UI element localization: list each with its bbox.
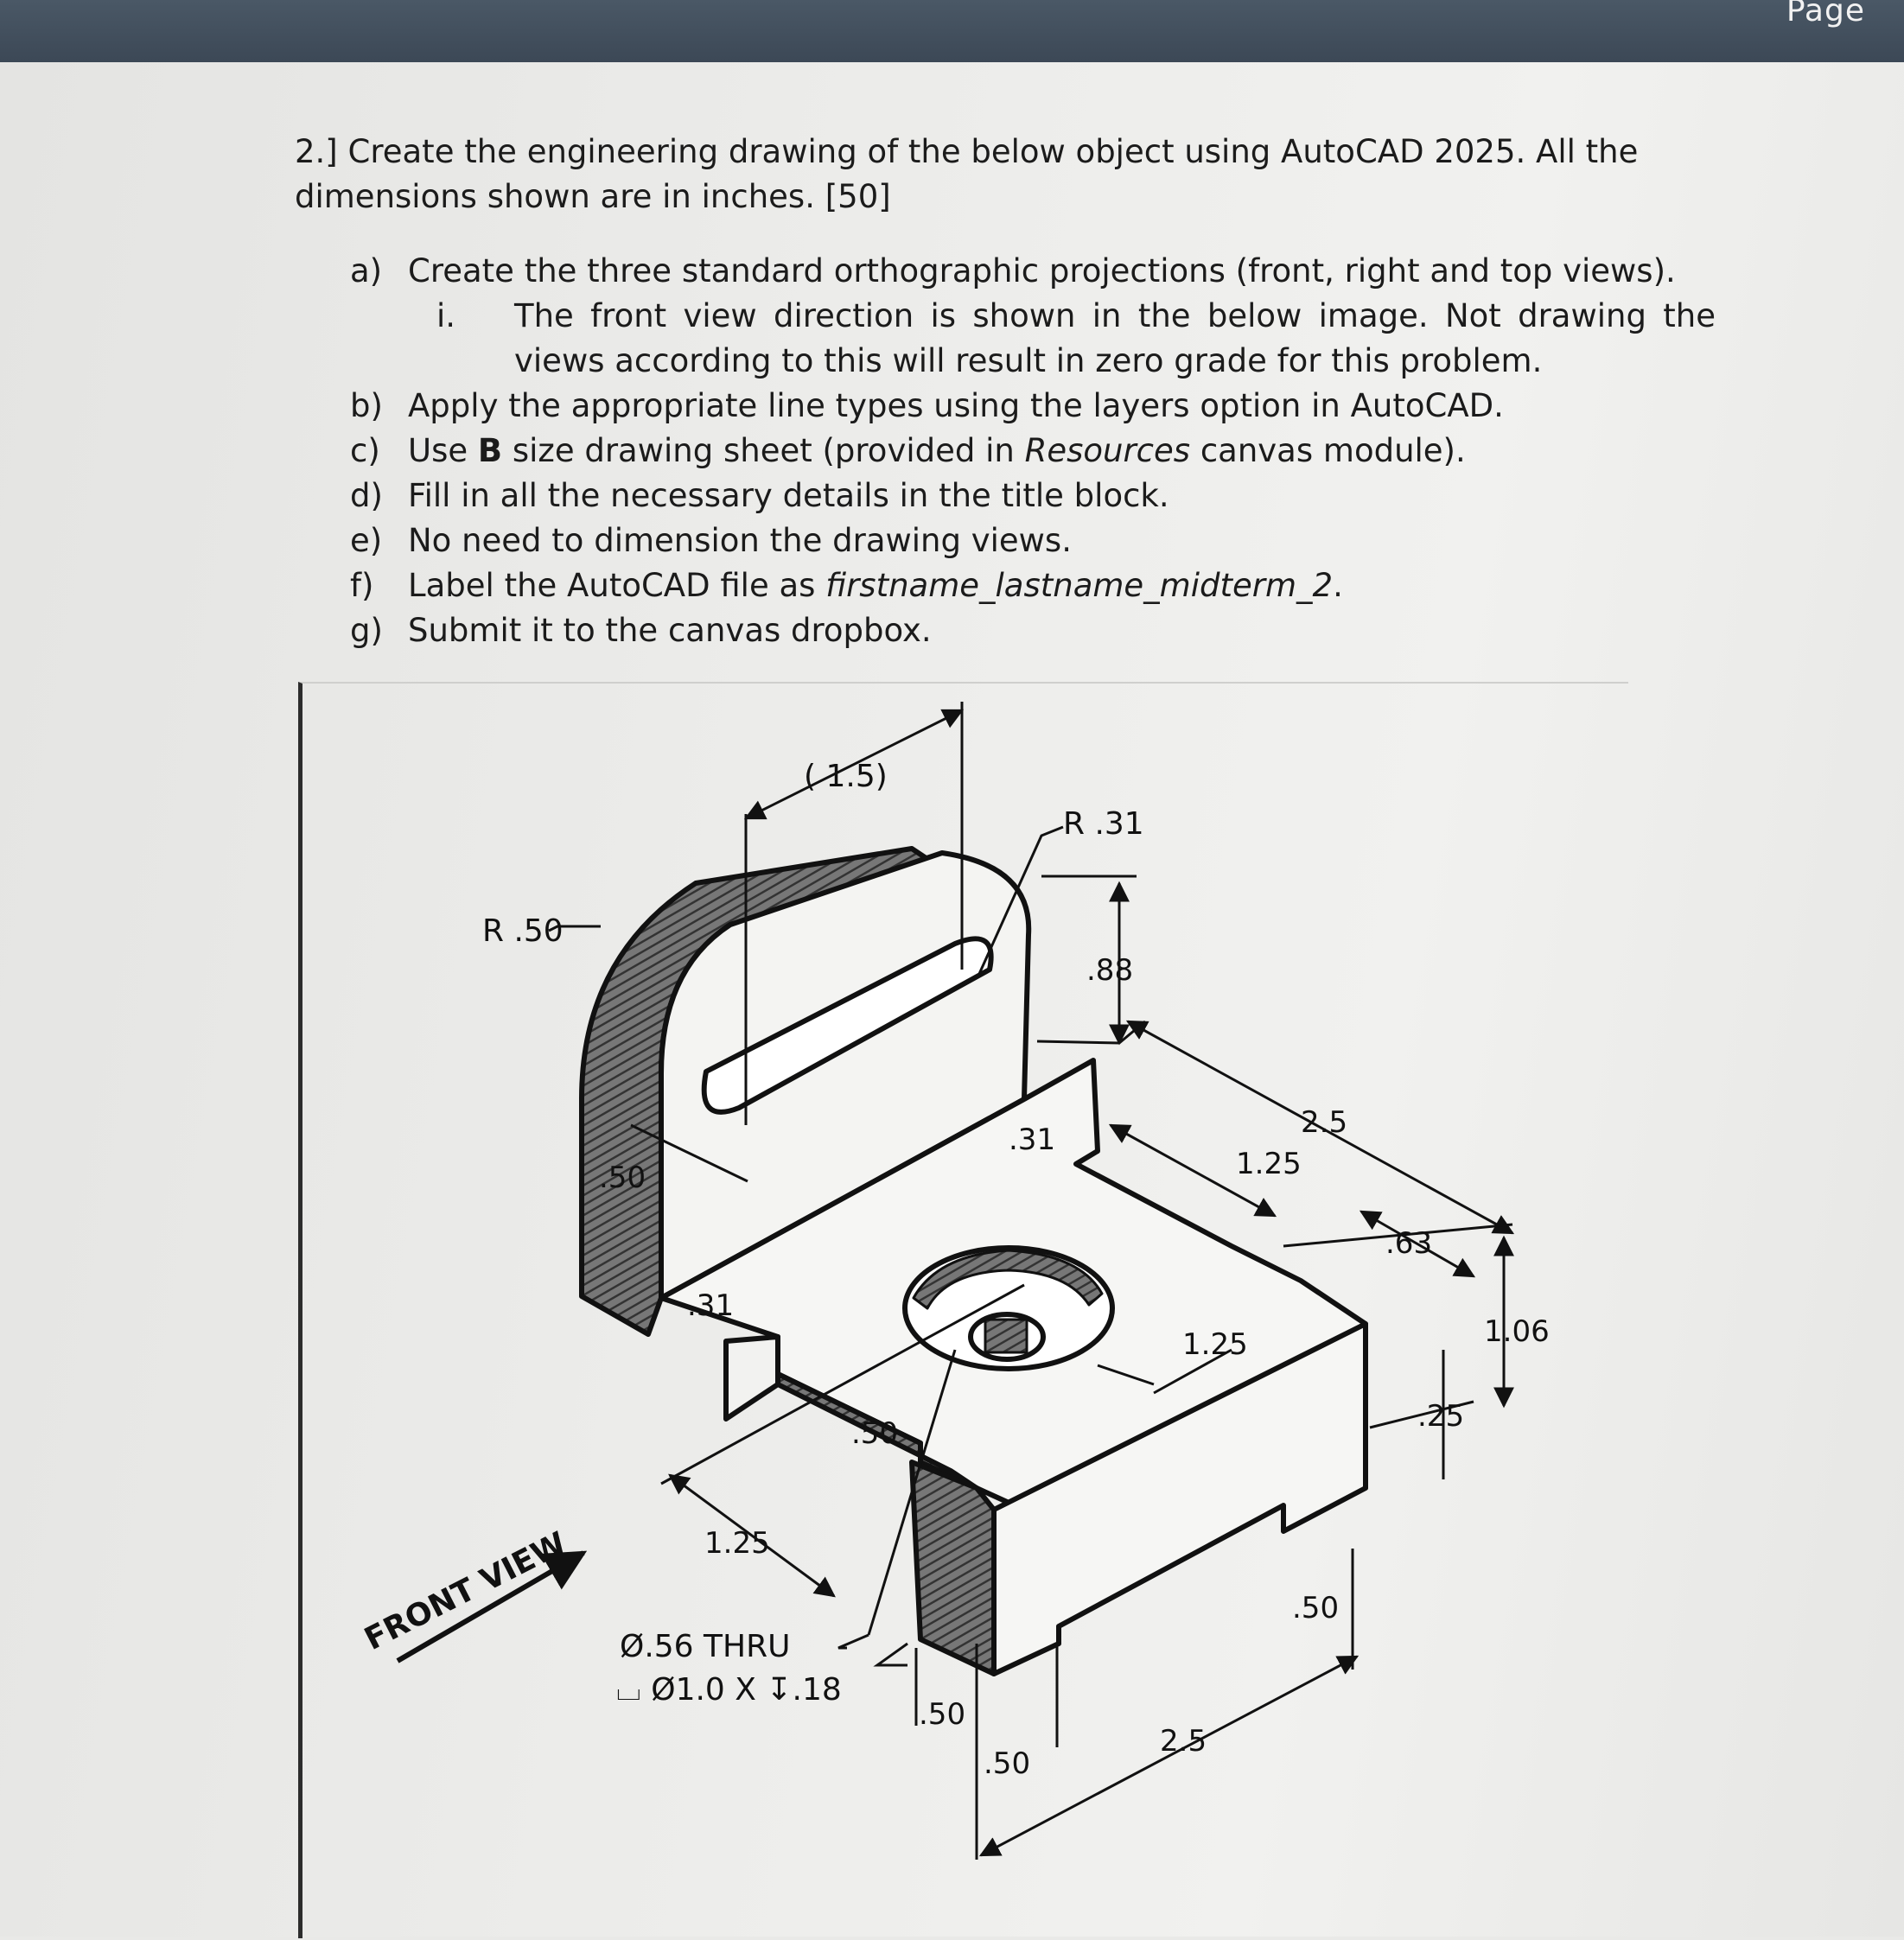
top-bar: Page xyxy=(0,0,1904,62)
page-label: Page xyxy=(1786,0,1865,29)
dim-1-25-mid: 1.25 xyxy=(1182,1327,1248,1362)
dim-2-5-top: 2.5 xyxy=(1301,1105,1347,1140)
dim-88: .88 xyxy=(1086,953,1133,988)
dim-63: .63 xyxy=(1385,1226,1432,1261)
dim-25: .25 xyxy=(1417,1399,1464,1434)
list-item: c) Use B size drawing sheet (provided in… xyxy=(350,432,1466,469)
isometric-drawing: ( 1.5) R .31 R .50 .88 2.5 1.25 .63 1.06… xyxy=(359,702,1550,1860)
dim-r-31: R .31 xyxy=(1063,806,1144,842)
hole-callout-line1: Ø.56 THRU xyxy=(620,1629,790,1664)
question-text: Create the engineering drawing of the be… xyxy=(295,133,1639,215)
document-sheet: 2.] Create the engineering drawing of th… xyxy=(0,62,1904,1938)
dim-50-right: .50 xyxy=(1292,1591,1339,1625)
dim-1-25-bottom: 1.25 xyxy=(704,1526,770,1561)
hole-callout-line2: ⌴ Ø1.0 X ↧.18 xyxy=(616,1672,842,1708)
dim-1-5: ( 1.5) xyxy=(804,759,888,794)
front-view-label: FRONT VIEW xyxy=(359,1525,571,1657)
dimension-lines xyxy=(548,702,1515,1860)
list-item: g) Submit it to the canvas dropbox. xyxy=(350,612,932,649)
dim-2-5-bottom: 2.5 xyxy=(1160,1724,1207,1759)
dim-50-mid: .50 xyxy=(851,1416,898,1451)
dim-1-06: 1.06 xyxy=(1484,1314,1550,1349)
subitem: i. The front view direction is shown in … xyxy=(436,297,1716,379)
list-item: d) Fill in all the necessary details in … xyxy=(350,477,1169,514)
question-heading: 2.] Create the engineering drawing of th… xyxy=(295,130,1729,219)
dim-50-bot1: .50 xyxy=(919,1697,965,1732)
dim-31-lower: .31 xyxy=(687,1288,734,1323)
object-outline xyxy=(579,846,1368,1676)
question-number: 2.] xyxy=(295,133,338,170)
isometric-figure: ( 1.5) R .31 R .50 .88 2.5 1.25 .63 1.06… xyxy=(298,682,1628,1938)
list-item: e) No need to dimension the drawing view… xyxy=(350,522,1072,559)
dim-31-upper: .31 xyxy=(1009,1123,1055,1157)
instruction-list: a) Create the three standard orthographi… xyxy=(350,249,1676,653)
dim-1-25-top: 1.25 xyxy=(1236,1147,1302,1181)
front-view-arrow xyxy=(396,1550,588,1663)
dim-50-bot2: .50 xyxy=(984,1746,1030,1781)
dim-r-50: R .50 xyxy=(482,913,564,949)
list-item: f) Label the AutoCAD file as firstname_l… xyxy=(350,567,1343,604)
list-item: b) Apply the appropriate line types usin… xyxy=(350,387,1504,424)
dim-50-left: .50 xyxy=(599,1161,646,1195)
list-item: a) Create the three standard orthographi… xyxy=(350,252,1676,289)
